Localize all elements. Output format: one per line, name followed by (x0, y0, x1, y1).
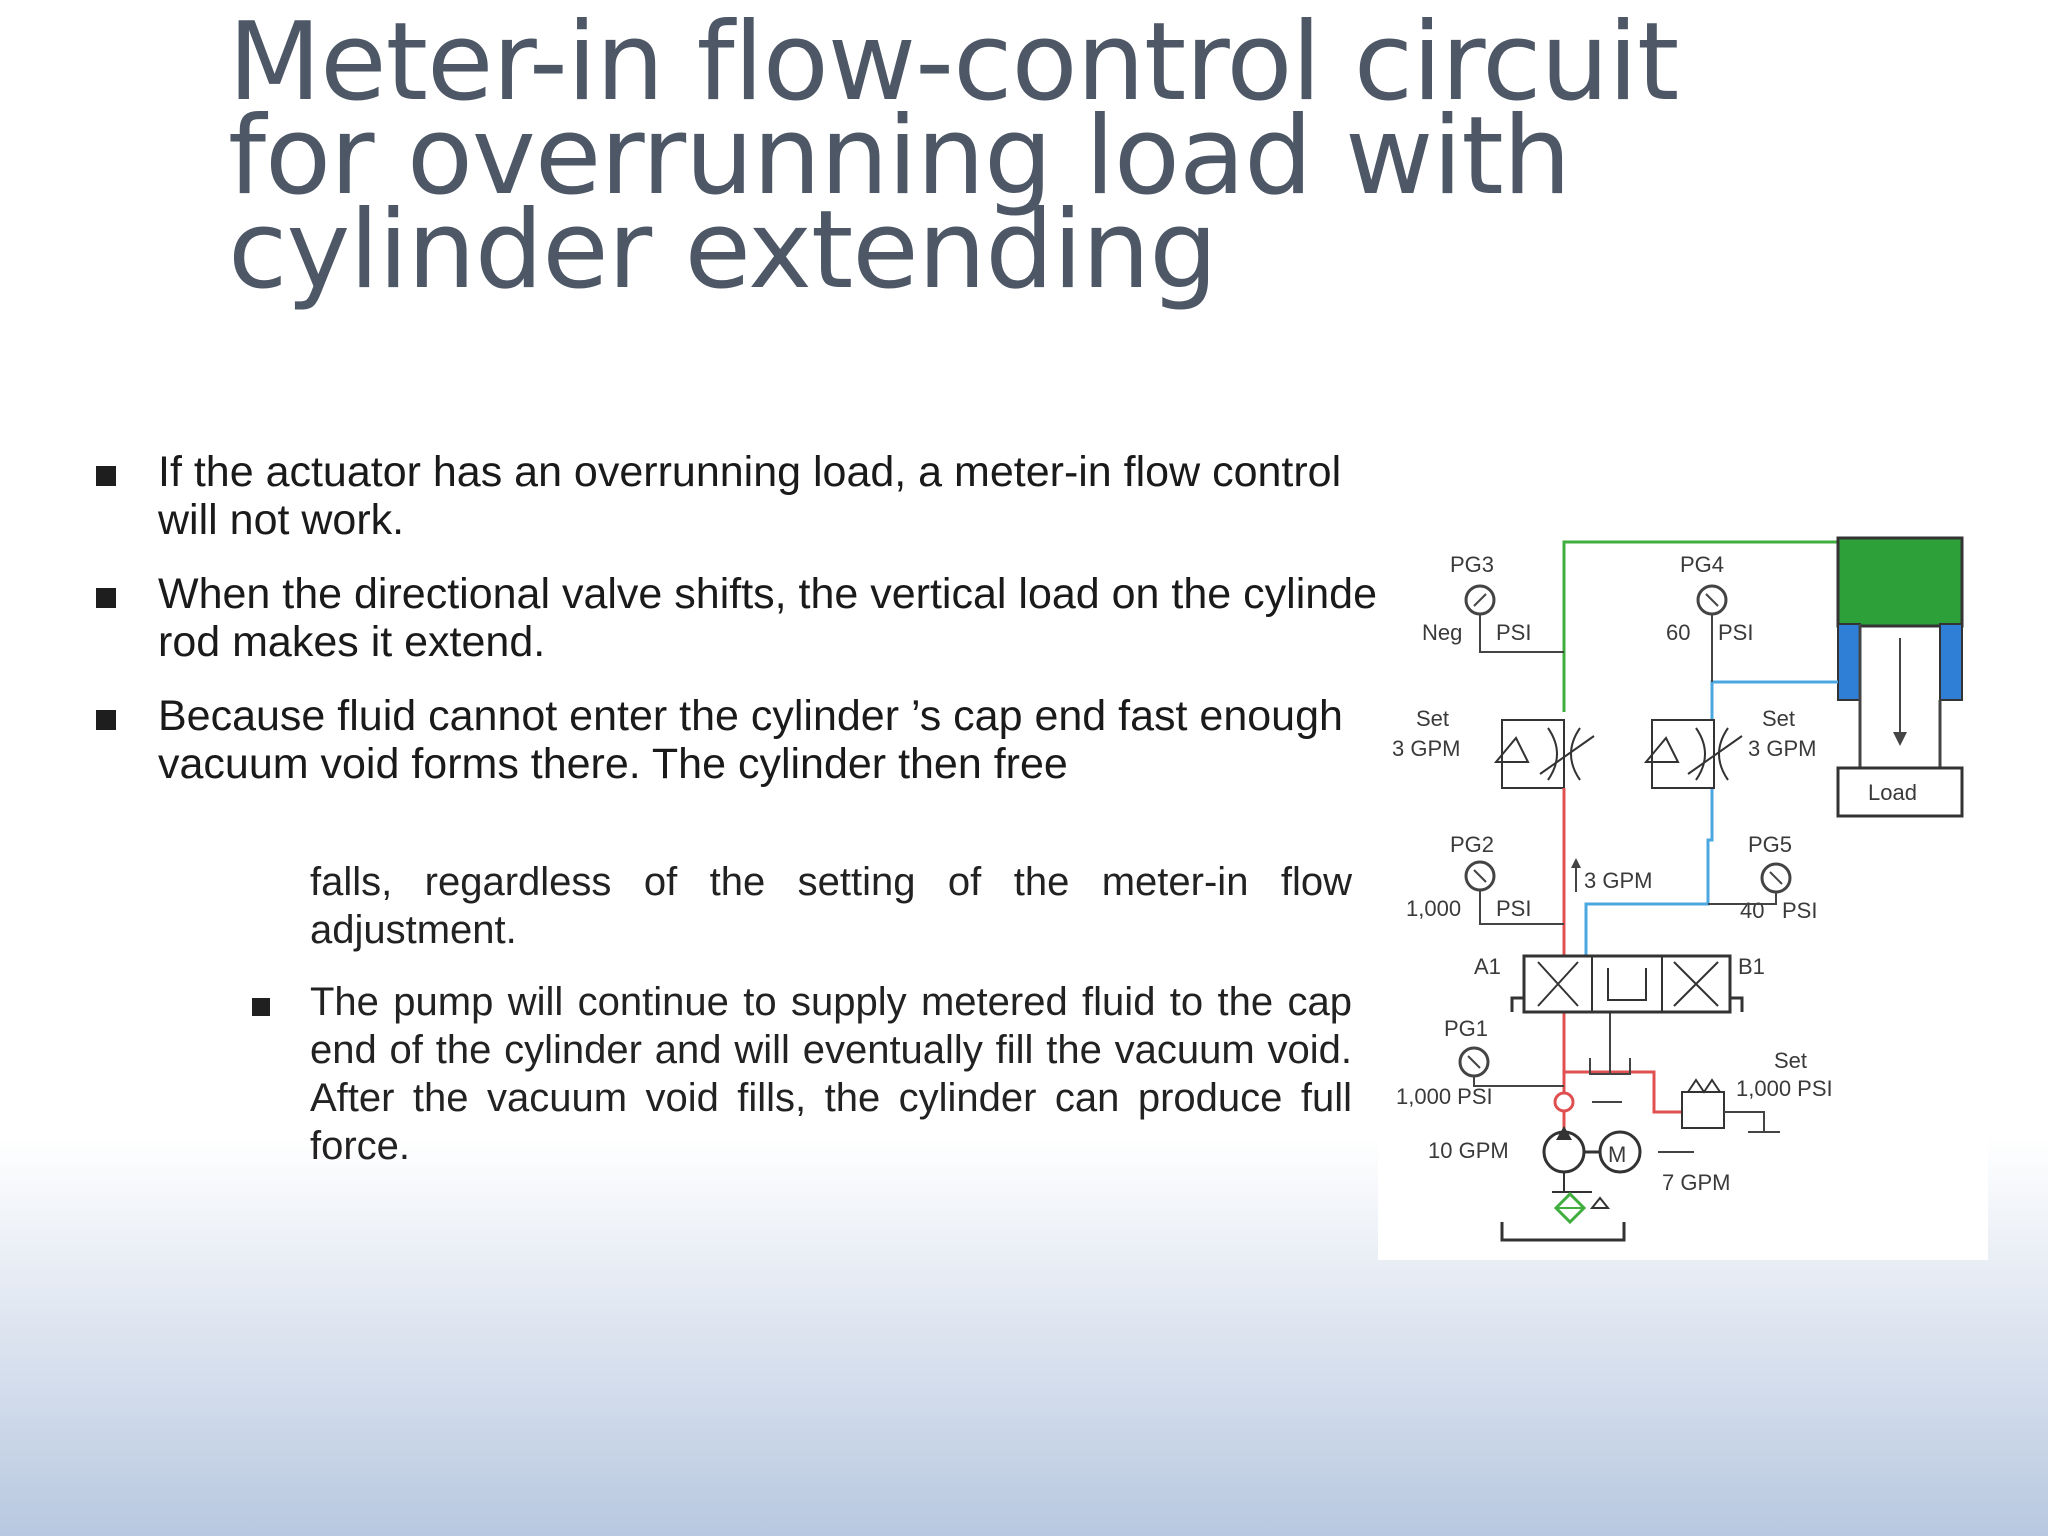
bullet-item: If the actuator has an overrunning load,… (88, 448, 1408, 544)
relief-value: 1,000 PSI (1736, 1076, 1833, 1101)
bullet-item: When the directional valve shifts, the v… (88, 570, 1408, 666)
gauge-needle (1705, 593, 1719, 607)
pump-flow: 10 GPM (1428, 1138, 1509, 1163)
bullet-marker (96, 710, 116, 730)
flow-arrow-label: 3 GPM (1584, 868, 1652, 893)
flow-control-right (1651, 719, 1715, 789)
relief-tank-icon (1724, 1111, 1780, 1133)
load-label: Load (1868, 780, 1917, 805)
pg4-reading: 60 (1666, 620, 1690, 645)
gpm-right: 3 GPM (1748, 736, 1816, 761)
directional-valve-block (1522, 954, 1732, 1014)
bullet-item: Because fluid cannot enter the cylinder … (88, 692, 1408, 788)
pg3-label: PG3 (1450, 552, 1494, 577)
motor-symbol: M (1608, 1142, 1626, 1167)
hydraulic-circuit-diagram: Load PG3 Neg PSI PG4 60 PSI Set 3 GPM Se… (1378, 512, 1988, 1260)
pg1-line (1473, 1076, 1564, 1087)
relief-valve (1681, 1091, 1725, 1129)
solenoid-right-icon (1730, 996, 1744, 1012)
continued-text-block: falls, regardless of the setting of the … (232, 858, 1352, 1170)
relief-set: Set (1774, 1048, 1807, 1073)
slide-title: Meter-in flow-control circuit for overru… (228, 0, 1679, 313)
cylinder-cap (1836, 536, 1964, 628)
relief-flow: 7 GPM (1662, 1170, 1730, 1195)
pg2-reading: 1,000 (1406, 896, 1461, 921)
set-left: Set (1416, 706, 1449, 731)
pg5-unit: PSI (1782, 898, 1817, 923)
pg2-unit: PSI (1496, 896, 1531, 921)
load-arrow-head (1893, 732, 1907, 746)
gauge-needle (1467, 1055, 1481, 1069)
check-valve-left (1493, 736, 1530, 763)
pump-arrow-icon (1556, 1126, 1572, 1140)
a1-label: A1 (1474, 954, 1501, 979)
cylinder-wall-right (1939, 623, 1963, 701)
gauge-needle (1473, 869, 1487, 883)
pressure-node-icon (1553, 1091, 1575, 1113)
gauge-needle (1473, 593, 1487, 607)
bullet-list: If the actuator has an overrunning load,… (88, 448, 1408, 814)
set-right: Set (1762, 706, 1795, 731)
solenoid-left-icon (1510, 996, 1524, 1012)
continuation-paragraph: falls, regardless of the setting of the … (310, 860, 1352, 952)
pg2-line (1479, 890, 1564, 925)
bullet-marker (96, 466, 116, 486)
cap-end-line (1562, 540, 1840, 712)
sub-bullet-text: The pump will continue to supply metered… (310, 980, 1352, 1168)
flow-arrow-head (1571, 858, 1581, 868)
rod-end-line (1584, 788, 1714, 992)
pg3-reading: Neg (1422, 620, 1462, 645)
load-box (1836, 766, 1964, 818)
check-valve-right (1643, 736, 1680, 763)
pg5-label: PG5 (1748, 832, 1792, 857)
reservoir-icon (1500, 1222, 1626, 1242)
pg1-label: PG1 (1444, 1016, 1488, 1041)
relief-line (1564, 1070, 1682, 1114)
bullet-text: If the actuator has an overrunning load,… (158, 448, 1342, 544)
bullet-text: Because fluid cannot enter the cylinder … (158, 692, 1343, 788)
pg4-label: PG4 (1680, 552, 1724, 577)
needle-right (1695, 727, 1729, 781)
bullet-marker (96, 588, 116, 608)
suction-line (1552, 1172, 1592, 1193)
pg4-unit: PSI (1718, 620, 1753, 645)
bullet-marker (252, 998, 270, 1016)
pg2-label: PG2 (1450, 832, 1494, 857)
needle-left (1547, 727, 1581, 781)
b1-label: B1 (1738, 954, 1765, 979)
gpm-left: 3 GPM (1392, 736, 1460, 761)
sub-bullet-item: The pump will continue to supply metered… (232, 978, 1352, 1170)
check-valve-bottom-icon (1589, 1196, 1611, 1209)
relief-spring-icon (1687, 1078, 1721, 1094)
pg3-unit: PSI (1496, 620, 1531, 645)
adjust-arrow-right (1687, 735, 1743, 775)
pg1-value: 1,000 PSI (1396, 1084, 1493, 1109)
gauge-needle (1769, 871, 1783, 885)
valve-flow-paths (1537, 961, 1719, 1007)
cylinder-wall-left (1837, 623, 1861, 701)
circuit-svg: Load PG3 Neg PSI PG4 60 PSI Set 3 GPM Se… (1392, 536, 1964, 1242)
pg5-line (1708, 892, 1777, 905)
adjust-arrow-left (1539, 735, 1595, 775)
motor-icon (1598, 1130, 1642, 1174)
bullet-text: When the directional valve shifts, the v… (158, 570, 1392, 666)
pg5-reading: 40 (1740, 898, 1764, 923)
pg3-line (1479, 614, 1564, 653)
sub-bullet-list: The pump will continue to supply metered… (232, 978, 1352, 1170)
flow-control-left (1501, 719, 1565, 789)
